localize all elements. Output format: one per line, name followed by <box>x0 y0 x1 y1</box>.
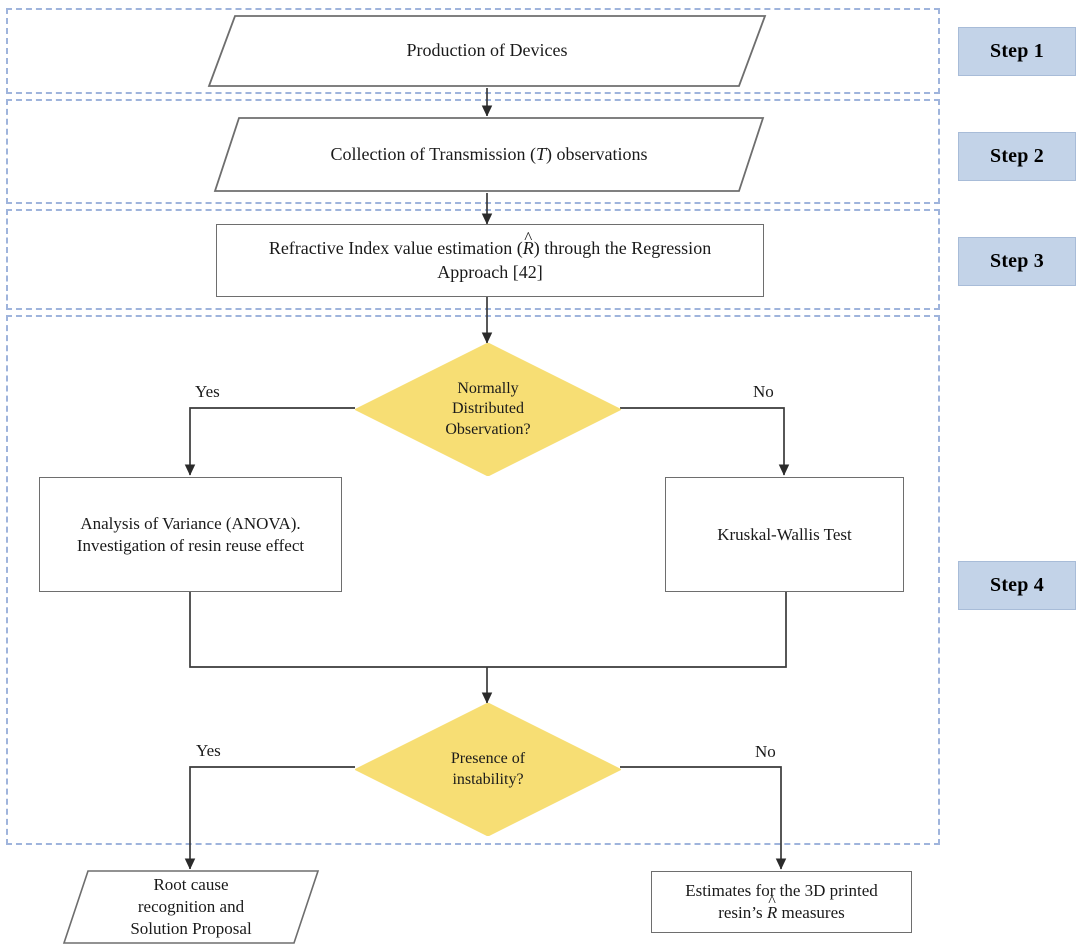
collection-text-post: ) observations <box>546 143 648 164</box>
node-collection-label: Collection of Transmission (T) observati… <box>213 143 765 166</box>
node-anova: Analysis of Variance (ANOVA). Investigat… <box>39 477 342 592</box>
estimates-r-hat: R^ <box>766 893 778 924</box>
step-region-3 <box>6 209 940 310</box>
estimates-hat-symbol: ^ <box>768 893 776 910</box>
step-region-2 <box>6 99 940 204</box>
node-root-cause: Root cause recognition and Solution Prop… <box>62 869 320 945</box>
node-decision-instability-label: Presence of instability? <box>355 749 621 790</box>
decision-instability-line2: instability? <box>452 770 524 788</box>
step-region-4 <box>6 315 940 845</box>
refractive-variable-R: R <box>522 238 534 259</box>
node-collection-of-transmission: Collection of Transmission (T) observati… <box>213 116 765 193</box>
node-estimates-label: Estimates for the 3D printed resin’s R^ … <box>685 880 878 924</box>
node-decision-normally-distributed: Normally Distributed Observation? <box>355 343 621 476</box>
collection-variable-T: T <box>536 143 547 164</box>
node-anova-label: Analysis of Variance (ANOVA). Investigat… <box>77 513 304 557</box>
parallelogram-shape <box>207 15 767 87</box>
node-root-cause-label: Root cause recognition and Solution Prop… <box>62 874 320 939</box>
decision-normal-line1: Normally <box>457 379 519 397</box>
decision-instability-line1: Presence of <box>450 750 526 768</box>
diamond-shape <box>355 703 621 836</box>
step-badge-2: Step 2 <box>958 132 1076 181</box>
root-cause-line2: recognition and <box>137 897 245 917</box>
node-kruskal-label: Kruskal-Wallis Test <box>717 524 852 544</box>
estimates-variable-R: R <box>766 903 778 922</box>
refractive-line1-pre: Refractive Index value estimation ( <box>268 238 523 259</box>
decision-normal-line3: Observation? <box>445 420 531 438</box>
parallelogram-shape <box>213 117 765 192</box>
anova-line1: Analysis of Variance (ANOVA). <box>80 513 301 533</box>
step-badge-3-label: Step 3 <box>990 250 1044 272</box>
decision-normal-line2: Distributed <box>452 400 524 418</box>
node-decision-normal-label: Normally Distributed Observation? <box>355 379 621 440</box>
refractive-line1-post: ) through the Regression <box>533 238 712 259</box>
node-estimates: Estimates for the 3D printed resin’s R^ … <box>651 871 912 933</box>
refractive-line2: Approach [42] <box>437 261 543 282</box>
root-cause-line1: Root cause <box>153 875 229 895</box>
step-badge-1: Step 1 <box>958 27 1076 76</box>
step-region-1 <box>6 8 940 94</box>
anova-line2: Investigation of resin reuse effect <box>76 535 305 555</box>
node-decision-presence-instability: Presence of instability? <box>355 703 621 836</box>
edge-label-instability-yes: Yes <box>196 741 221 760</box>
node-refractive-label: Refractive Index value estimation (R^) t… <box>268 228 712 283</box>
diamond-shape <box>355 343 621 476</box>
step-badge-1-label: Step 1 <box>990 40 1044 62</box>
root-cause-line3: Solution Proposal <box>130 918 252 938</box>
refractive-hat-symbol: ^ <box>524 227 533 247</box>
parallelogram-shape <box>62 870 320 944</box>
edge-label-normal-no: No <box>753 382 774 401</box>
step-badge-2-label: Step 2 <box>990 145 1044 167</box>
node-refractive-index-estimation: Refractive Index value estimation (R^) t… <box>216 224 764 297</box>
step-badge-4: Step 4 <box>958 561 1076 610</box>
edge-label-normal-yes: Yes <box>195 382 220 401</box>
refractive-r-hat: R^ <box>522 228 534 260</box>
edge-label-instability-no: No <box>755 742 776 761</box>
collection-text-pre: Collection of Transmission ( <box>330 143 536 164</box>
node-production-of-devices: Production of Devices <box>207 14 767 88</box>
estimates-line2-post: measures <box>777 903 845 922</box>
step-badge-4-label: Step 4 <box>990 574 1044 596</box>
step-badge-3: Step 3 <box>958 237 1076 286</box>
estimates-line1: Estimates for the 3D printed <box>685 881 878 901</box>
node-kruskal-wallis: Kruskal-Wallis Test <box>665 477 904 592</box>
node-production-label: Production of Devices <box>406 40 568 61</box>
estimates-line2-pre: resin’s <box>718 903 767 922</box>
